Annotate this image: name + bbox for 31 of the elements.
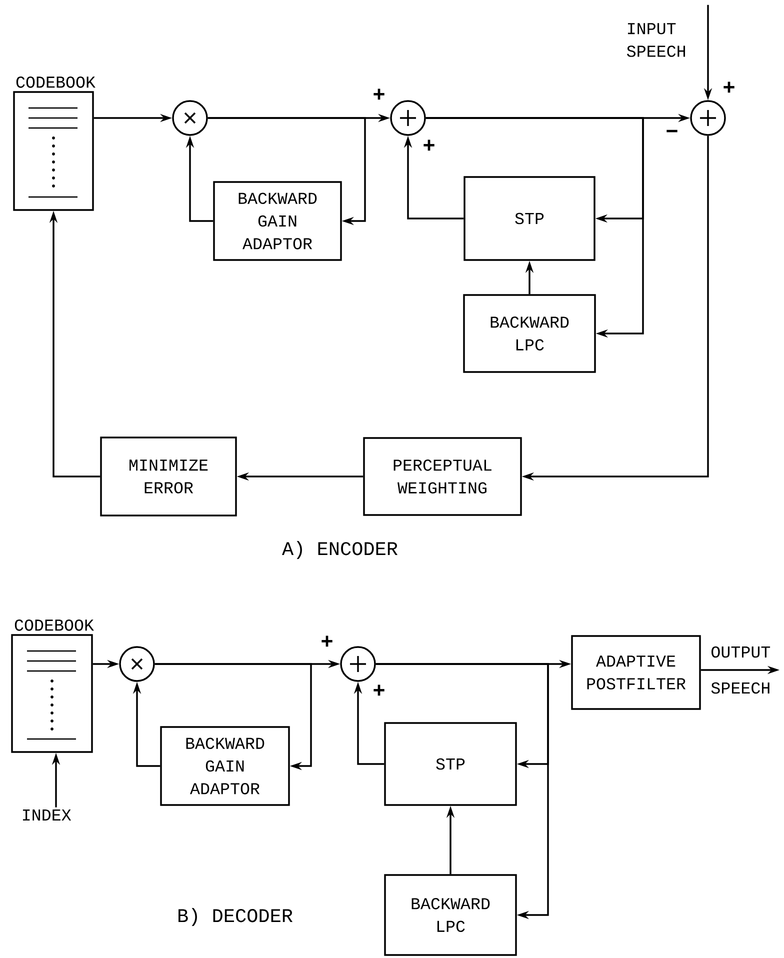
sign-label: + xyxy=(424,140,434,151)
sign-label: + xyxy=(322,636,332,647)
arrow xyxy=(376,663,549,920)
process-box: BACKWARD LPC xyxy=(463,294,596,373)
process-box: STP xyxy=(384,722,517,806)
process-box: BACKWARD GAIN ADAPTOR xyxy=(213,181,342,261)
codebook-label: CODEBOOK xyxy=(16,76,96,88)
section-title: A) ENCODER xyxy=(282,541,398,560)
sign-label: + xyxy=(374,88,384,100)
signal-label: OUTPUT SPEECH xyxy=(711,646,770,694)
process-box: MINIMIZE ERROR xyxy=(100,436,237,516)
process-box: BACKWARD GAIN ADAPTOR xyxy=(160,726,290,806)
adder-circle xyxy=(390,100,426,136)
adder-circle xyxy=(690,100,726,136)
arrow xyxy=(208,117,366,226)
process-box: PERCEPTUAL WEIGHTING xyxy=(363,437,522,516)
signal-label: INDEX xyxy=(22,810,72,820)
codebook-label: CODEBOOK xyxy=(14,620,94,631)
process-box: STP xyxy=(464,176,596,261)
sign-label: − xyxy=(666,130,678,132)
sign-label: + xyxy=(724,82,734,93)
signal-label: INPUT SPEECH xyxy=(626,23,685,57)
multiplier-circle xyxy=(172,100,208,136)
adder-circle xyxy=(340,646,376,682)
process-box: BACKWARD LPC xyxy=(384,874,517,956)
process-box: ADAPTIVE POSTFILTER xyxy=(571,635,701,710)
section-title: B) DECODER xyxy=(178,908,293,926)
multiplier-circle xyxy=(119,646,155,682)
arrow xyxy=(426,117,644,338)
sign-label: + xyxy=(374,684,384,696)
arrow xyxy=(154,663,312,770)
